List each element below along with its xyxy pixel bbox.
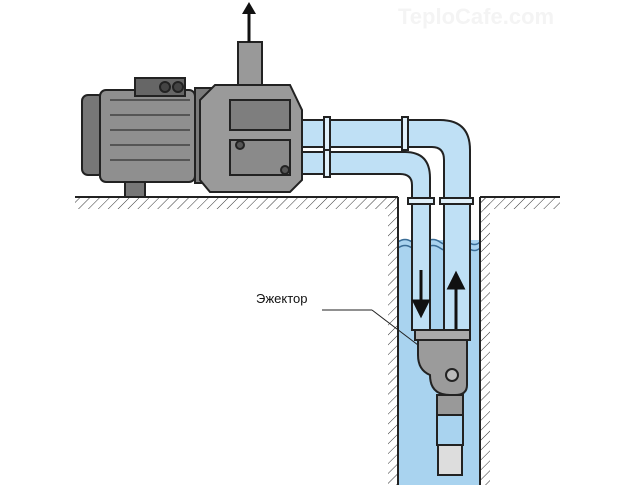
arrow-down-icon xyxy=(411,299,431,319)
label-leader-line xyxy=(371,309,419,346)
arrow-up-icon xyxy=(446,270,466,290)
pump-body xyxy=(199,84,303,193)
outlet-pipe xyxy=(237,2,263,88)
watermark: TeploCafe.com xyxy=(398,4,555,29)
flow-arrows xyxy=(411,270,466,330)
pump-motor xyxy=(81,77,216,198)
pipes xyxy=(299,116,474,331)
ejector xyxy=(414,329,471,476)
ground xyxy=(75,196,560,485)
arrow-up-icon xyxy=(242,2,256,14)
ejector-label: Эжектор xyxy=(256,291,308,306)
